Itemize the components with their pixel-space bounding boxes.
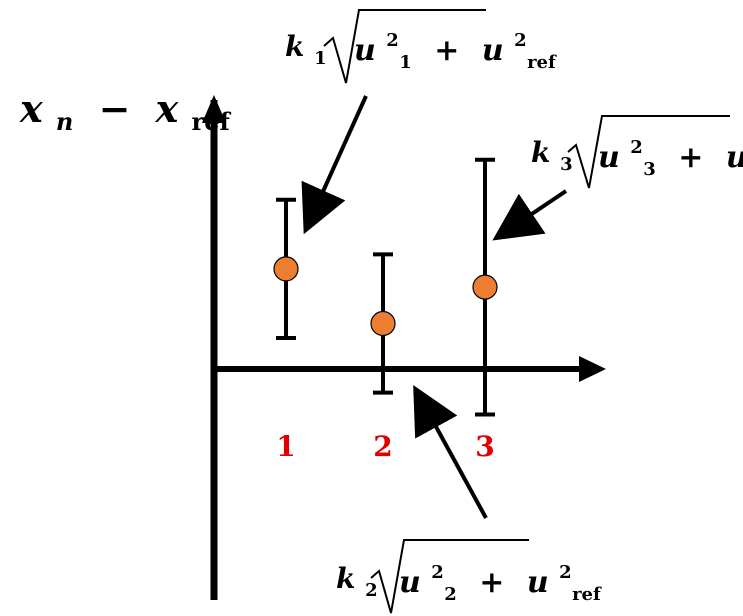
data-layer: [273, 157, 498, 417]
x-axis-arrowhead: [579, 356, 606, 382]
annotation-1-u: u: [354, 33, 376, 68]
annotation-3-k-sub: 3: [560, 154, 573, 175]
annotation-3-r: u: [726, 140, 743, 175]
annotation-1-sqrt: [323, 9, 486, 84]
annotation-1-r-sup: 2: [514, 30, 527, 51]
annotation-2-r: u: [527, 565, 549, 600]
y-label-second-sub: ref: [192, 107, 232, 136]
annotation-3-u-sub: 3: [643, 159, 656, 180]
x-tick-label-1: 1: [276, 430, 295, 463]
annotation-3-sqrt: [567, 115, 730, 189]
y-axis-arrowhead: [202, 95, 226, 123]
y-label-main: x: [19, 86, 44, 131]
data-point-3: [472, 274, 498, 300]
svg-text:x n − x: x n − x ref: [19, 86, 231, 139]
annotation-arrows: [301, 95, 568, 519]
annotation-1-k-sub: 1: [314, 48, 327, 69]
annotation-3-u: u: [598, 140, 620, 175]
annotation-arrow-2: [413, 384, 488, 519]
svg-text:k 3: k 3: [531, 136, 573, 175]
annotation-2: k 2 u 2 2 + u 2 ref: [336, 539, 602, 614]
x-tick-label-2: 2: [373, 430, 392, 463]
annotation-1-r-sub: ref: [527, 52, 557, 73]
y-label-main-sub: n: [56, 107, 73, 136]
x-tick-label-3: 3: [475, 430, 494, 463]
annotation-2-r-sup: 2: [559, 562, 572, 583]
annotation-1-plus: +: [434, 33, 459, 68]
annotation-2-r-sub: ref: [572, 584, 602, 605]
svg-text:u 2 3 +: u 2 3 + u 2 ref: [598, 126, 743, 183]
annotation-1-r: u: [482, 33, 504, 68]
annotation-2-u-sub: 2: [444, 584, 457, 605]
data-point-1: [273, 256, 299, 282]
annotation-3-u-sup: 2: [630, 137, 643, 158]
annotation-1-u-sub: 1: [399, 52, 412, 73]
annotation-1: k 1 u 2 1 + u 2 ref: [285, 9, 557, 84]
annotation-3-k: k: [531, 136, 550, 169]
data-point-2: [370, 310, 396, 337]
annotation-2-k: k: [336, 562, 355, 595]
svg-text:u 2 1 +: u 2 1 + u 2 ref: [354, 19, 557, 76]
axes: [202, 95, 606, 600]
annotation-1-u-sup: 2: [386, 30, 399, 51]
y-label-second: x: [155, 86, 180, 131]
annotation-arrow-3: [492, 189, 568, 241]
annotation-3-plus: +: [678, 140, 703, 175]
annotation-arrow-1: [301, 95, 368, 235]
annotation-2-u-sup: 2: [431, 562, 444, 583]
annotation-3: k 3 u 2 3 + u 2 ref: [531, 115, 743, 189]
svg-text:k 2: k 2: [336, 562, 378, 601]
annotation-2-k-sub: 2: [365, 580, 378, 601]
annotation-1-k: k: [285, 30, 304, 63]
y-label-operator: −: [99, 86, 131, 131]
y-axis-label: x n − x ref: [19, 86, 231, 139]
annotation-2-u: u: [399, 565, 421, 600]
annotation-2-sqrt: [370, 539, 529, 614]
annotation-2-plus: +: [479, 565, 504, 600]
x-tick-labels: 1 2 3: [276, 430, 494, 463]
svg-text:u 2 2 +: u 2 2 + u 2 ref: [399, 551, 602, 608]
svg-text:k 1: k 1: [285, 30, 327, 69]
